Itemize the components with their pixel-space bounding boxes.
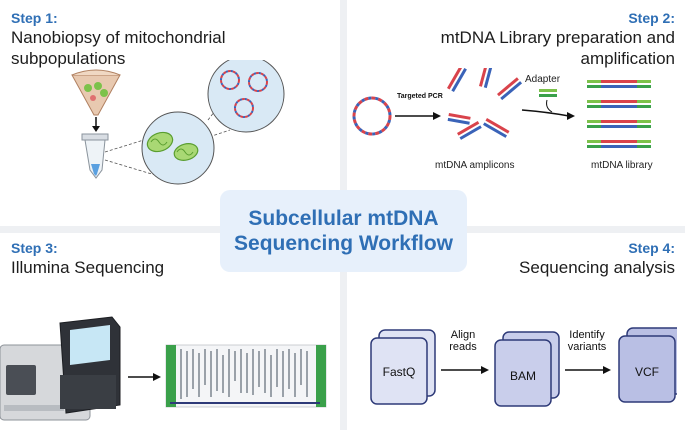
step1-label: Step 1: xyxy=(11,10,58,26)
fastq-label: FastQ xyxy=(383,365,416,379)
step4-title: Sequencing analysis xyxy=(519,258,675,277)
center-title: Subcellular mtDNA Sequencing Workflow xyxy=(234,207,453,255)
amplicon-fragments xyxy=(447,68,523,140)
targeted-pcr-label: Targeted PCR xyxy=(397,93,443,100)
step2-title: mtDNA Library preparation and amplificat… xyxy=(440,28,675,68)
center-title-box: Subcellular mtDNA Sequencing Workflow xyxy=(220,190,467,272)
bam-file-icon xyxy=(494,331,560,407)
vcf-file-icon xyxy=(618,327,677,403)
step2-illustration: Targeted PCR mtDNA amplicons Adapter xyxy=(352,68,653,171)
vcf-label: VCF xyxy=(635,365,659,379)
mitochondria-zoom-circle xyxy=(141,111,215,185)
library-label: mtDNA library xyxy=(591,160,653,171)
adapter-icon xyxy=(539,89,557,97)
circular-mtdna-icon xyxy=(352,96,392,136)
bam-label: BAM xyxy=(510,369,536,383)
sequencer-icon xyxy=(0,316,121,421)
step2-label: Step 2: xyxy=(628,10,675,26)
adapter-label: Adapter xyxy=(525,74,561,85)
step3-title: Illumina Sequencing xyxy=(11,258,165,277)
fastq-file-icon xyxy=(370,329,436,405)
amplicons-label: mtDNA amplicons xyxy=(435,160,514,171)
step1-title: Nanobiopsy of mitochondrial subpopulatio… xyxy=(11,28,226,68)
mtdna-zoom-circle xyxy=(207,60,285,133)
step1-illustration xyxy=(71,60,285,185)
step4-label: Step 4: xyxy=(628,240,675,256)
tube-icon xyxy=(81,133,109,179)
step3-illustration xyxy=(0,316,327,421)
step3-label: Step 3: xyxy=(11,240,58,256)
nanopipette-icon xyxy=(71,74,121,116)
alignment-viewer-icon xyxy=(165,344,327,408)
mtdna-library-icon xyxy=(587,80,651,148)
